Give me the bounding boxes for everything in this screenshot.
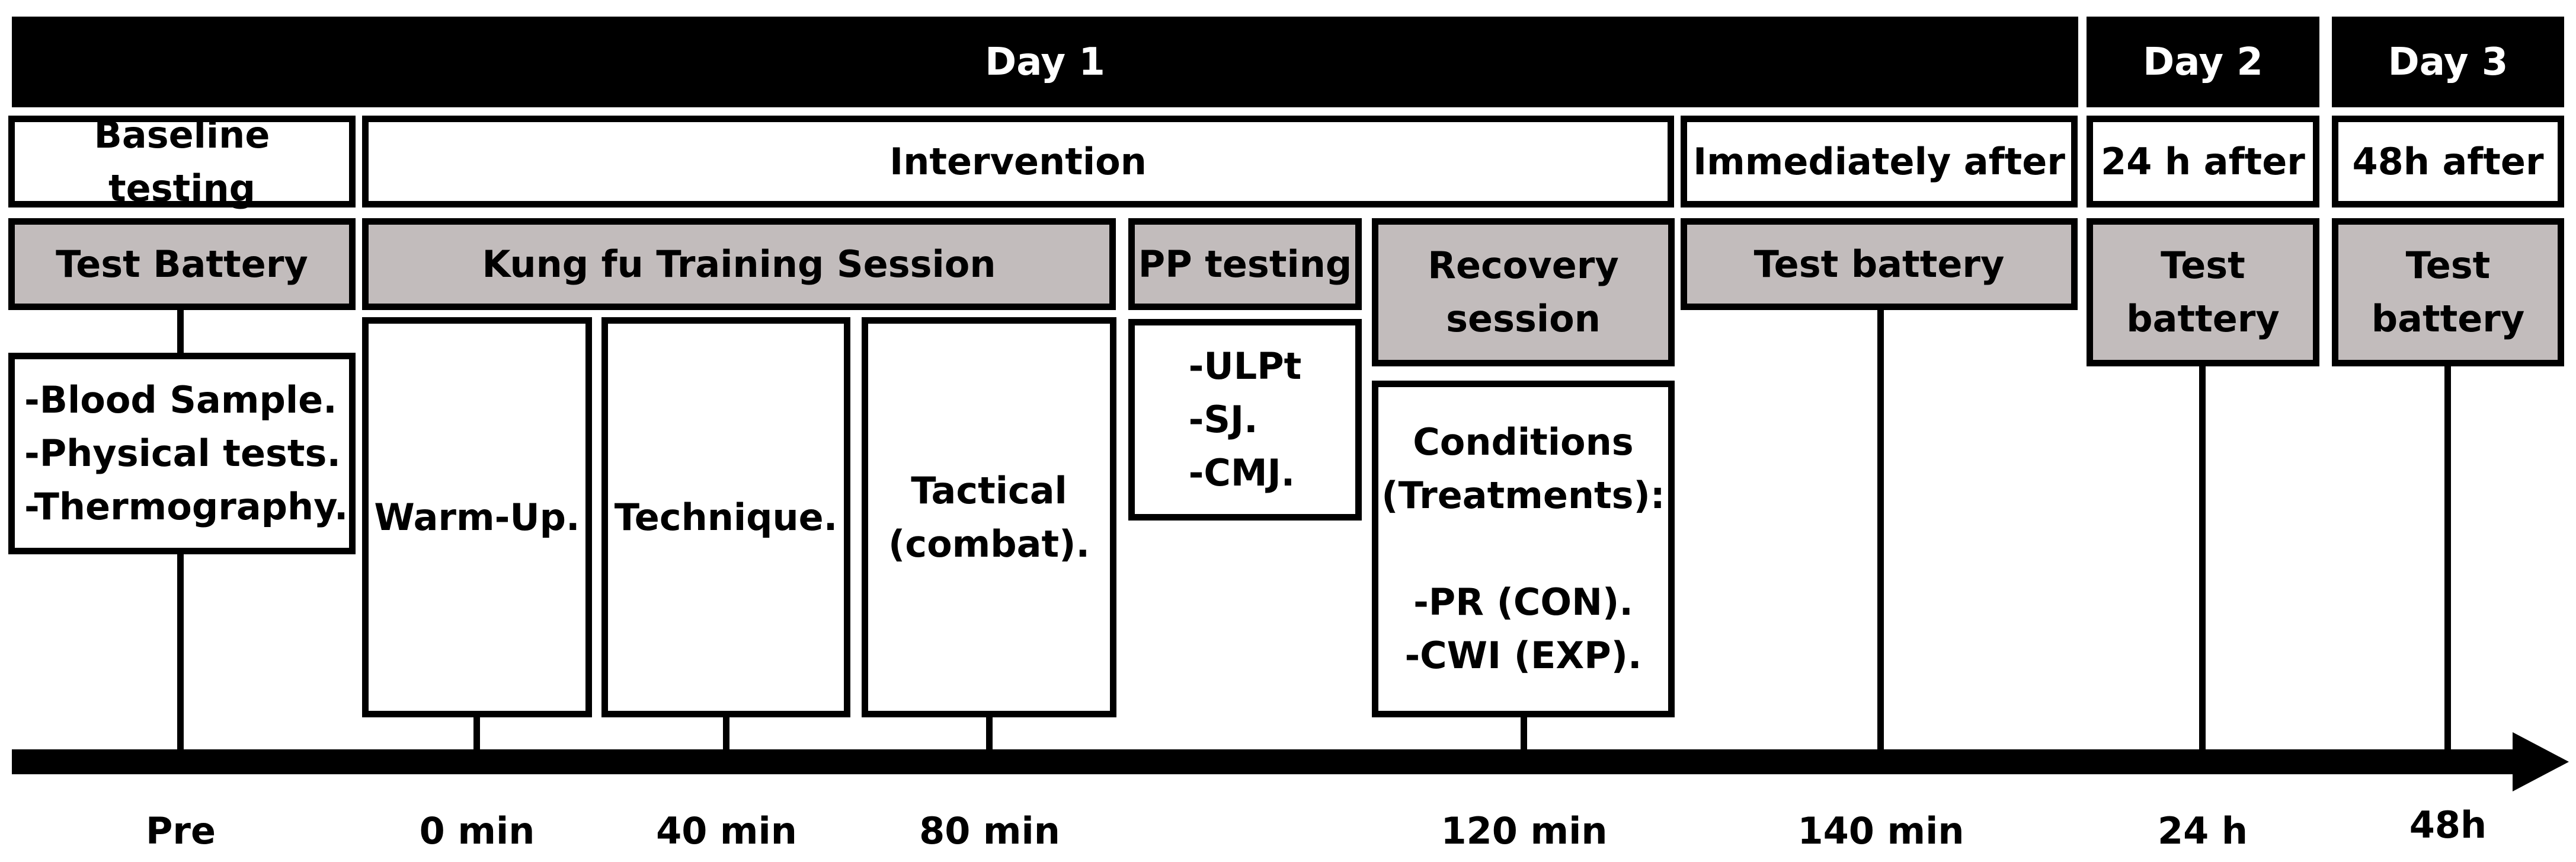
block-kung-fu-session: Kung fu Training Session (362, 218, 1116, 310)
block-pp-testing: PP testing (1128, 218, 1362, 310)
phase-immediately-after: Immediately after (1681, 116, 2078, 207)
tick-label-pre: Pre (145, 809, 216, 853)
day2-bar: Day 2 (2087, 17, 2319, 107)
conditions-box: Conditions (Treatments): -PR (CON). -CWI… (1372, 381, 1675, 717)
pp-testing-details: -ULPt -SJ. -CMJ. (1128, 319, 1362, 521)
block-recovery-session: Recovery session (1372, 218, 1675, 366)
day3-bar: Day 3 (2332, 17, 2564, 107)
tick-label-140min: 140 min (1797, 809, 1964, 853)
phase-intervention: Intervention (362, 116, 1674, 207)
tick-label-40min: 40 min (656, 809, 797, 853)
tactical-box: Tactical (combat). (862, 317, 1116, 717)
phase-24h-after: 24 h after (2087, 116, 2319, 207)
day2-label: Day 2 (2143, 40, 2263, 84)
baseline-details: -Blood Sample. -Physical tests. -Thermog… (8, 353, 356, 554)
day1-label: Day 1 (985, 40, 1105, 84)
block-test-battery-140: Test battery (1681, 218, 2078, 310)
tick-label-48h: 48h (2409, 803, 2487, 847)
block-test-battery-24h: Test battery (2087, 218, 2319, 366)
tick-line-140min (1877, 305, 1884, 765)
block-test-battery-pre: Test Battery (8, 218, 356, 310)
timeline-arrow (12, 732, 2569, 791)
phase-48h-after: 48h after (2332, 116, 2564, 207)
tick-label-120min: 120 min (1441, 809, 1608, 853)
tick-label-0min: 0 min (419, 809, 535, 853)
tick-line-40min (723, 711, 729, 765)
tick-line-48h (2444, 362, 2451, 765)
technique-box: Technique. (601, 317, 850, 717)
block-test-battery-48h: Test battery (2332, 218, 2564, 366)
day1-bar: Day 1 (12, 17, 2078, 107)
tick-line-24h (2199, 362, 2206, 765)
tick-line-0min (473, 711, 480, 765)
day3-label: Day 3 (2388, 40, 2508, 84)
warm-up-box: Warm-Up. (362, 317, 592, 717)
tick-line-80min (986, 711, 993, 765)
tick-label-80min: 80 min (919, 809, 1060, 853)
tick-label-24h: 24 h (2157, 809, 2248, 853)
tick-line-120min (1521, 711, 1527, 765)
phase-baseline: Baseline testing (8, 113, 356, 210)
